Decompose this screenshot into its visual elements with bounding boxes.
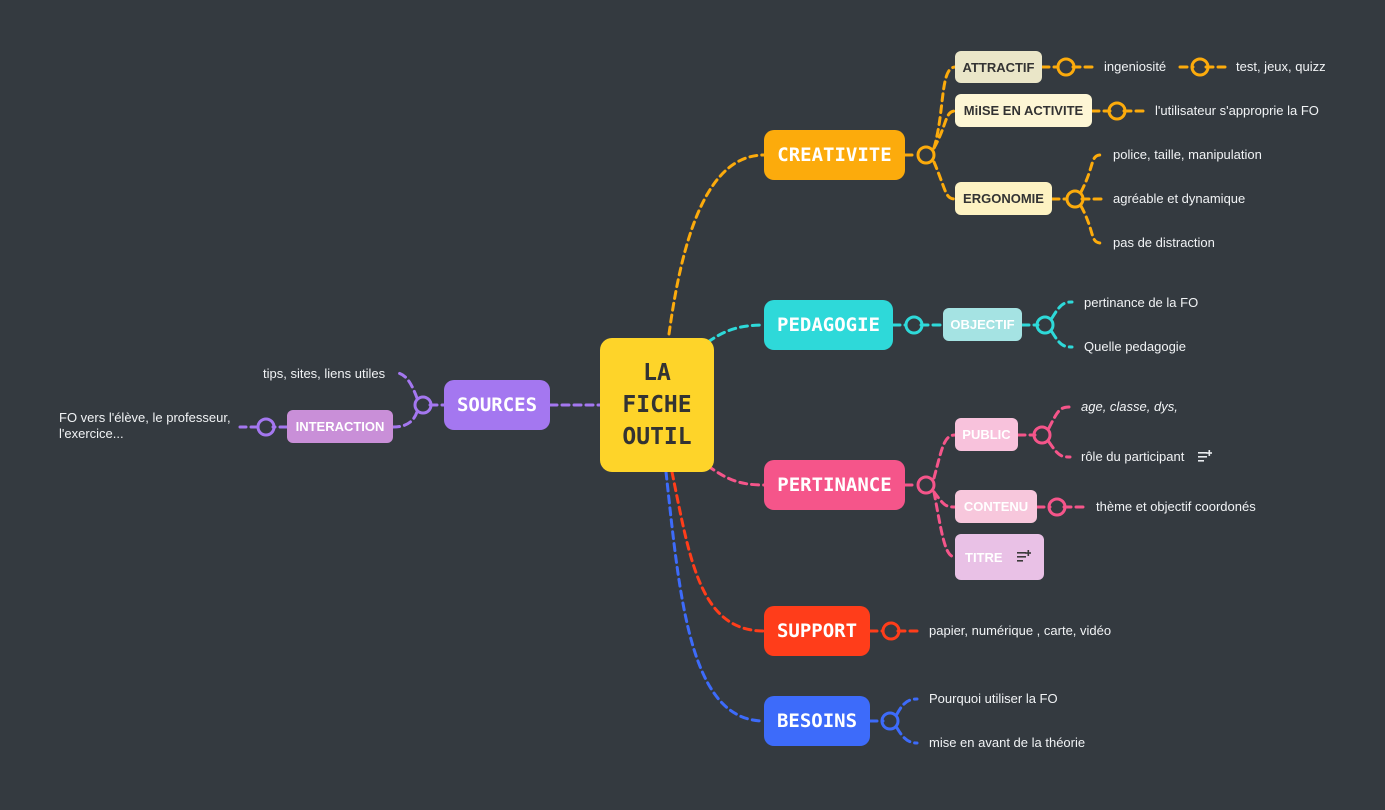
leaf-distraction: pas de distraction bbox=[1113, 235, 1215, 250]
besoins-label: BESOINS bbox=[776, 710, 858, 732]
contenu-label: CONTENU bbox=[963, 499, 1029, 514]
besoins-node[interactable]: BESOINS bbox=[764, 696, 870, 746]
objectif-node[interactable]: OBJECTIF bbox=[943, 308, 1022, 341]
attractif-label: ATTRACTIF bbox=[962, 59, 1035, 75]
creativite-connectors bbox=[667, 65, 1227, 336]
pedagogie-node[interactable]: PEDAGOGIE bbox=[764, 300, 893, 350]
ergonomie-node[interactable]: ERGONOMIE bbox=[955, 182, 1052, 215]
support-label: SUPPORT bbox=[776, 620, 858, 642]
leaf-fo-vers-eleve-line-2: l'exercice... bbox=[59, 426, 124, 441]
leaf-quelle-pedagogie: Quelle pedagogie bbox=[1084, 339, 1186, 354]
attractif-node[interactable]: ATTRACTIF bbox=[955, 51, 1042, 83]
support-node[interactable]: SUPPORT bbox=[764, 606, 870, 656]
interaction-label: INTERACTION bbox=[295, 419, 385, 434]
leaf-pertinance-fo: pertinance de la FO bbox=[1084, 295, 1199, 310]
pertinance-node[interactable]: PERTINANCE bbox=[764, 460, 905, 510]
leaf-role-participant: rôle du participant bbox=[1081, 449, 1213, 465]
leaf-test-jeux-quizz: test, jeux, quizz bbox=[1236, 59, 1326, 74]
sources-node[interactable]: SOURCES bbox=[444, 380, 550, 430]
note-add-icon[interactable] bbox=[1016, 550, 1031, 564]
creativite-label: CREATIVITE bbox=[777, 144, 892, 166]
besoins-connectors bbox=[664, 470, 919, 745]
sources-label: SOURCES bbox=[456, 394, 538, 416]
junction-rings bbox=[256, 57, 1210, 731]
titre-node[interactable]: TITRE bbox=[955, 534, 1044, 580]
leaf-police: police, taille, manipulation bbox=[1113, 147, 1262, 162]
creativite-node[interactable]: CREATIVITE bbox=[764, 130, 905, 180]
interaction-node[interactable]: INTERACTION bbox=[287, 410, 393, 443]
central-topic[interactable]: LA FICHE OUTIL bbox=[600, 338, 714, 472]
central-topic-line-2: FICHE bbox=[622, 392, 692, 418]
contenu-node[interactable]: CONTENU bbox=[955, 490, 1037, 523]
mise-en-activite-node[interactable]: MiISE EN ACTIVITE bbox=[955, 94, 1092, 127]
leaf-fo-vers-eleve: FO vers l'élève, le professeur, l'exerci… bbox=[59, 410, 231, 442]
ergonomie-label: ERGONOMIE bbox=[963, 191, 1044, 206]
leaf-agreable: agréable et dynamique bbox=[1113, 191, 1246, 206]
leaf-theme-objectif: thème et objectif coordonés bbox=[1096, 499, 1256, 514]
support-connectors bbox=[670, 470, 920, 633]
pertinance-label: PERTINANCE bbox=[777, 474, 892, 496]
leaf-papier-numerique: papier, numérique , carte, vidéo bbox=[929, 623, 1112, 638]
leaf-pourquoi: Pourquoi utiliser la FO bbox=[929, 691, 1058, 706]
public-label: PUBLIC bbox=[962, 427, 1011, 442]
leaf-age-classe: age, classe, dys, bbox=[1081, 399, 1178, 414]
mise-en-activite-label: MiISE EN ACTIVITE bbox=[963, 103, 1084, 118]
leaf-role-participant-text: rôle du participant bbox=[1081, 449, 1185, 464]
sources-connectors bbox=[238, 371, 602, 429]
central-topic-line-3: OUTIL bbox=[622, 424, 692, 450]
public-node[interactable]: PUBLIC bbox=[955, 418, 1018, 451]
leaf-ingeniosite: ingeniosité bbox=[1104, 59, 1167, 74]
objectif-label: OBJECTIF bbox=[950, 317, 1015, 332]
leaf-utilisateur: l'utilisateur s'approprie la FO bbox=[1155, 103, 1319, 118]
leaf-tips-sites: tips, sites, liens utiles bbox=[263, 366, 386, 381]
leaf-fo-vers-eleve-line-1: FO vers l'élève, le professeur, bbox=[59, 410, 231, 425]
note-add-icon[interactable] bbox=[1198, 450, 1213, 464]
pertinance-connectors bbox=[706, 405, 1087, 559]
pedagogie-connectors bbox=[706, 300, 1074, 349]
central-topic-line-1: LA bbox=[643, 360, 671, 386]
leaf-mise-en-avant: mise en avant de la théorie bbox=[929, 735, 1086, 750]
pedagogie-label: PEDAGOGIE bbox=[777, 314, 880, 336]
titre-label: TITRE bbox=[965, 549, 1003, 565]
